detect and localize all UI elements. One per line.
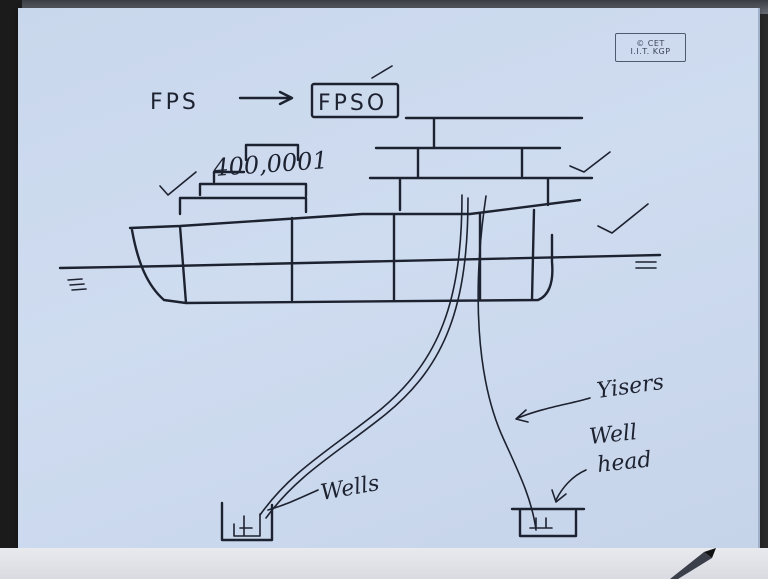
waterline <box>58 253 662 270</box>
check-mark-right <box>597 203 649 234</box>
riser-line-left-a <box>259 194 463 516</box>
desk-surface <box>0 548 768 579</box>
risers-arrow <box>515 397 591 423</box>
well-head-label-line1: Well <box>588 420 638 450</box>
well-head-label-line2: head <box>596 447 653 478</box>
pen-tip <box>670 548 716 579</box>
topsides-label: 400,0001 <box>211 146 328 182</box>
riser-line-left-b <box>265 197 469 519</box>
right-wellhead-detail <box>529 517 553 529</box>
riser-line-right <box>477 195 537 531</box>
stamp-line-1: © CET <box>636 38 665 48</box>
check-mark-left <box>159 171 197 196</box>
water-symbol-right <box>635 261 657 269</box>
wells-label: Wells <box>319 471 382 506</box>
fpso-check-mark <box>371 65 393 79</box>
fps-label: FPS <box>150 90 199 115</box>
left-wellhead-detail <box>233 513 261 537</box>
arrow-fps-to-fpso <box>238 90 294 106</box>
risers-label: Yisers <box>595 370 665 404</box>
fpso-label: FPSO <box>318 91 387 116</box>
water-symbol-left <box>67 278 87 291</box>
check-mark-upper-right <box>569 151 611 173</box>
background-frame-left <box>0 0 22 579</box>
left-deck-modules <box>178 143 308 216</box>
copyright-stamp: © CET I.I.T. KGP <box>615 33 686 62</box>
right-deck-modules <box>368 116 594 212</box>
left-wellhead-box <box>220 501 274 542</box>
wells-pointer <box>267 489 319 511</box>
well-head-arrow <box>551 469 587 503</box>
paper-sheet <box>18 8 760 550</box>
stamp-line-2: I.I.T. KGP <box>630 46 671 56</box>
fpso-box <box>310 82 400 119</box>
ship-hull <box>128 198 582 305</box>
right-wellhead-box <box>510 507 586 538</box>
